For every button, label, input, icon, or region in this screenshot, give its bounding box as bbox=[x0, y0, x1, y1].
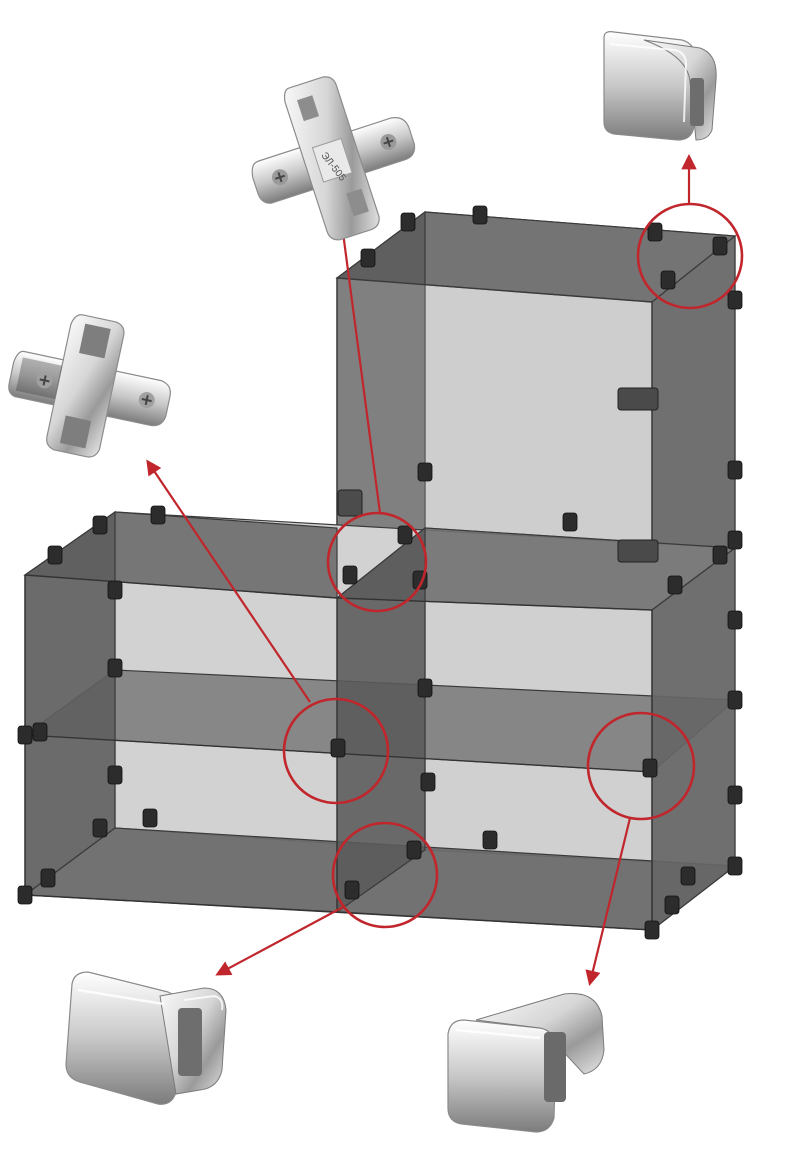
glass-clip bbox=[400, 212, 416, 232]
glass-clip bbox=[727, 290, 743, 310]
glass-cross-connector-icon bbox=[8, 314, 171, 458]
glass-clip bbox=[727, 785, 743, 805]
glass-clip bbox=[360, 248, 376, 268]
glass-cabinet bbox=[17, 205, 743, 940]
glass-clip bbox=[92, 515, 108, 535]
glass-clip bbox=[642, 758, 658, 778]
glass-clip bbox=[107, 765, 123, 785]
glass-clip bbox=[472, 205, 488, 225]
glass-clip bbox=[727, 460, 743, 480]
glass-clip bbox=[150, 505, 166, 525]
glass-clip bbox=[727, 610, 743, 630]
glass-clip bbox=[680, 866, 696, 886]
glass-clip bbox=[40, 868, 56, 888]
glass-clip bbox=[644, 920, 660, 940]
arrow-to-cross-connector-4-way bbox=[146, 459, 311, 703]
glass-t-clip-icon bbox=[447, 992, 605, 1133]
glass-clip bbox=[727, 856, 743, 876]
callout-circle-bottom-middle bbox=[331, 821, 439, 929]
glass-clip bbox=[107, 658, 123, 678]
glass-clip bbox=[417, 462, 433, 482]
glass-clip bbox=[92, 818, 108, 838]
callout-circle-right bbox=[586, 711, 696, 821]
arrow-to-t-clip-bottom-right bbox=[585, 817, 632, 986]
glass-clip bbox=[342, 565, 358, 585]
glass-clip bbox=[712, 236, 728, 256]
glass-clip bbox=[727, 530, 743, 550]
door-hinge-lower bbox=[617, 539, 659, 563]
glass-corner-clip-icon bbox=[603, 31, 717, 141]
glass-clip bbox=[32, 722, 48, 742]
glass-clip bbox=[562, 512, 578, 532]
glass-clip bbox=[17, 725, 33, 745]
glass-clip bbox=[727, 690, 743, 710]
glass-clip bbox=[417, 678, 433, 698]
glass-clip bbox=[142, 808, 158, 828]
glass-clip bbox=[17, 885, 33, 905]
glass-clip bbox=[406, 840, 422, 860]
glass-clip bbox=[47, 545, 63, 565]
glass-clip bbox=[664, 895, 680, 915]
glass-clip bbox=[344, 880, 360, 900]
glass-t-clip-icon bbox=[65, 971, 227, 1105]
glass-clip bbox=[420, 772, 436, 792]
door-lock bbox=[337, 489, 363, 517]
lower-left-side-panel bbox=[24, 510, 116, 897]
glass-clips bbox=[17, 205, 743, 940]
callout-circle-center bbox=[282, 697, 390, 805]
arrow-to-cross-connector-5-way bbox=[335, 221, 382, 514]
glass-clip bbox=[330, 738, 346, 758]
glass-clip bbox=[107, 580, 123, 600]
glass-clip bbox=[397, 525, 413, 545]
glass-clip bbox=[660, 270, 676, 290]
glass-clip bbox=[712, 545, 728, 565]
arrow-to-t-clip-bottom-left bbox=[215, 905, 346, 976]
glass-clip bbox=[667, 575, 683, 595]
callout-arrows bbox=[146, 153, 697, 986]
glass-clip bbox=[647, 222, 663, 242]
door-hinge-upper bbox=[617, 387, 659, 411]
glass-cross-connector-icon: ЭЛ-505 bbox=[251, 76, 416, 241]
glass-clip bbox=[482, 830, 498, 850]
callout-circle-upper-middle bbox=[326, 511, 428, 613]
